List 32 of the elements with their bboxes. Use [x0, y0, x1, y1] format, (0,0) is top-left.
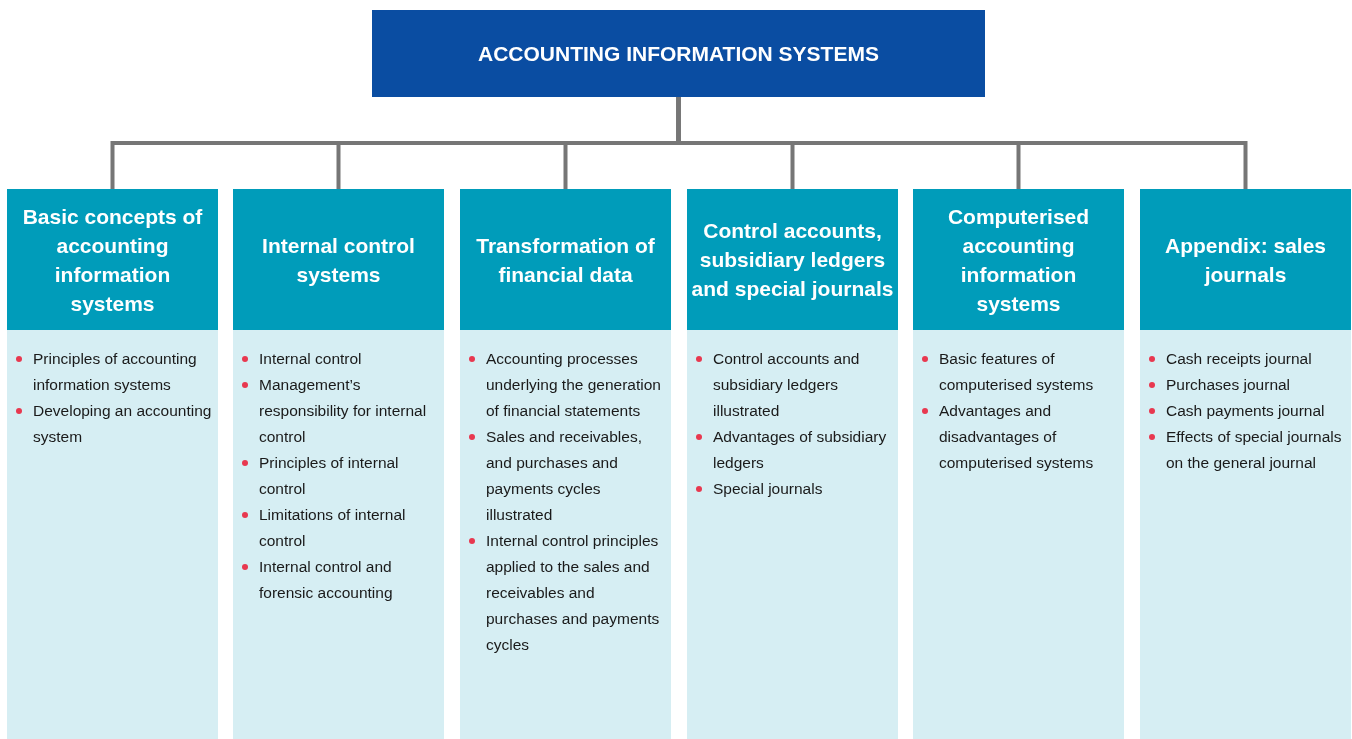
list-item: Special journals — [713, 480, 823, 497]
list-item: Effects of special journals on the general journal — [1166, 428, 1342, 471]
header-text: Internal control systems — [261, 232, 416, 288]
list-item: Basic features of computerised systems — [939, 350, 1094, 393]
list-item: Limitations of internal control — [259, 506, 406, 549]
list-item: Advantages and disadvantages of computerised systems — [939, 402, 1094, 471]
header-text: Control accounts, subsidiary ledgers and special journals — [690, 218, 895, 302]
topic-column — [7, 189, 218, 739]
list-item: Internal control and forensic accounting — [259, 558, 393, 601]
topic-column — [460, 189, 671, 739]
list-item: Developing an accounting system — [33, 402, 212, 445]
header-text: Transformation of financial data — [475, 232, 656, 288]
list-item: Internal control principles applied to the sales and receivables and purchases and payments cycles — [486, 532, 660, 653]
list-item: Cash receipts journal — [1166, 350, 1312, 367]
topic-column — [913, 189, 1124, 739]
list-item: Advantages of subsidiary ledgers — [713, 428, 887, 471]
list-item: Principles of internal control — [259, 454, 399, 497]
list-item: Principles of accounting information systems — [33, 350, 197, 393]
topic-column — [687, 189, 898, 739]
list-item: Control accounts and subsidiary ledgers illustrated — [713, 350, 860, 419]
list-item: Internal control — [259, 350, 362, 367]
list-item: Cash payments journal — [1166, 402, 1325, 419]
topic-column — [233, 189, 444, 739]
list-item: Accounting processes underlying the generation of financial statements — [486, 350, 661, 419]
list-item: Sales and receivables, and purchases and payments cycles illustrated — [486, 428, 642, 523]
list-item: Management’s responsibility for internal control — [259, 376, 427, 445]
list-item: Purchases journal — [1166, 376, 1291, 393]
header-text: Appendix: sales journals — [1163, 232, 1328, 288]
topic-column — [1140, 189, 1351, 739]
title-box: ACCOUNTING INFORMATION SYSTEMS — [372, 10, 985, 97]
header-text: Basic concepts of accounting information systems — [21, 203, 204, 317]
header-text: Computerised accounting information systems — [946, 203, 1091, 317]
